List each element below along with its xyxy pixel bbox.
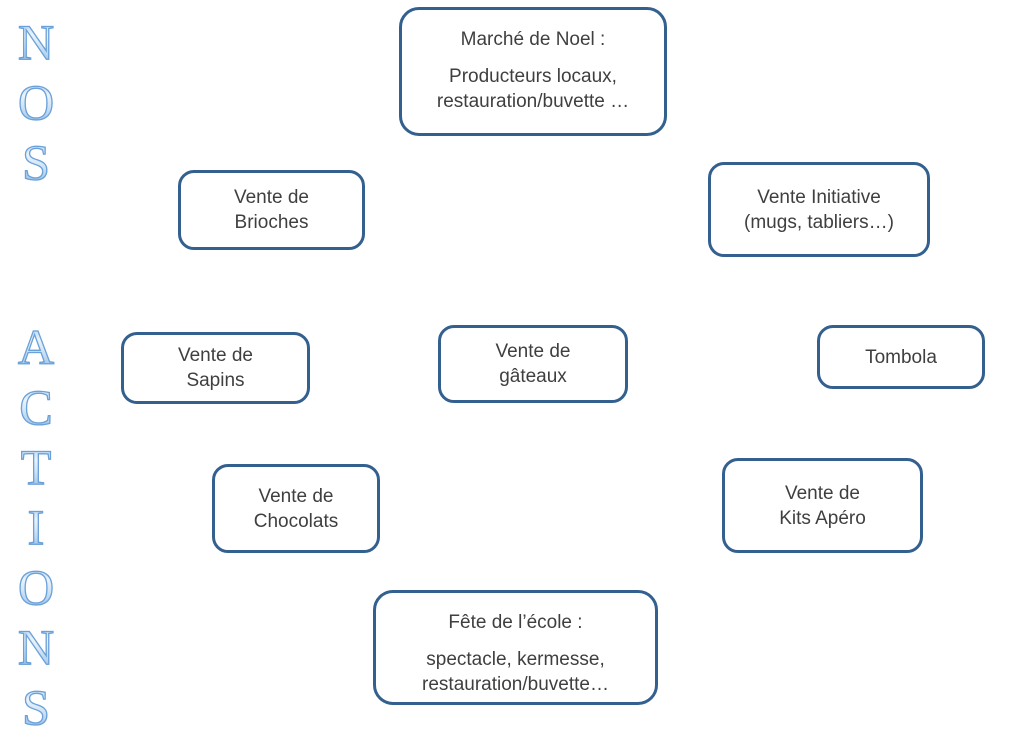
wordart-letter: N xyxy=(9,12,63,72)
action-box-tombola: Tombola xyxy=(817,325,985,389)
action-box-vente-chocolats: Vente de Chocolats xyxy=(212,464,380,553)
wordart-letter: N xyxy=(9,617,63,677)
action-box-vente-gateaux: Vente de gâteaux xyxy=(438,325,628,403)
action-box-vente-sapins: Vente de Sapins xyxy=(121,332,310,404)
wordart-letter: I xyxy=(9,497,63,557)
box-line: Vente de xyxy=(495,341,571,362)
box-line: Vente Initiative xyxy=(757,186,881,208)
box-line: Kits Apéro xyxy=(779,507,866,529)
box-line: Vente de xyxy=(784,482,861,504)
box-line: Tombola xyxy=(865,346,937,368)
action-box-vente-kits-apero: Vente de Kits Apéro xyxy=(722,458,923,553)
box-title: Fête de l’école : xyxy=(448,612,583,633)
wordart-letter: O xyxy=(9,72,63,132)
wordart-letter: S xyxy=(9,132,63,192)
box-line: Vente de xyxy=(233,187,310,208)
box-line: Vente de xyxy=(177,345,254,366)
wordart-letter: C xyxy=(9,377,63,437)
box-line: Brioches xyxy=(234,212,309,233)
box-line: Sapins xyxy=(186,370,245,391)
box-description: Producteurs locaux, restauration/buvette… xyxy=(436,66,630,112)
box-line: gâteaux xyxy=(499,366,567,387)
box-line: (mugs, tabliers…) xyxy=(744,211,894,233)
action-box-vente-initiative: Vente Initiative (mugs, tabliers…) xyxy=(708,162,930,257)
wordart-letter: O xyxy=(9,557,63,617)
wordart-letter: S xyxy=(9,677,63,737)
action-box-fete-de-l-ecole: Fête de l’école : spectacle, kermesse, r… xyxy=(373,590,658,705)
action-box-vente-brioches: Vente de Brioches xyxy=(178,170,365,250)
wordart-letter: A xyxy=(9,317,63,377)
box-title: Marché de Noel : xyxy=(460,29,606,50)
box-line: Vente de xyxy=(258,485,334,507)
action-box-marche-de-noel: Marché de Noel : Producteurs locaux, res… xyxy=(399,7,667,136)
box-description: spectacle, kermesse, restauration/buvett… xyxy=(422,649,609,695)
wordart-letter: T xyxy=(9,437,63,497)
box-line: Chocolats xyxy=(253,510,339,532)
